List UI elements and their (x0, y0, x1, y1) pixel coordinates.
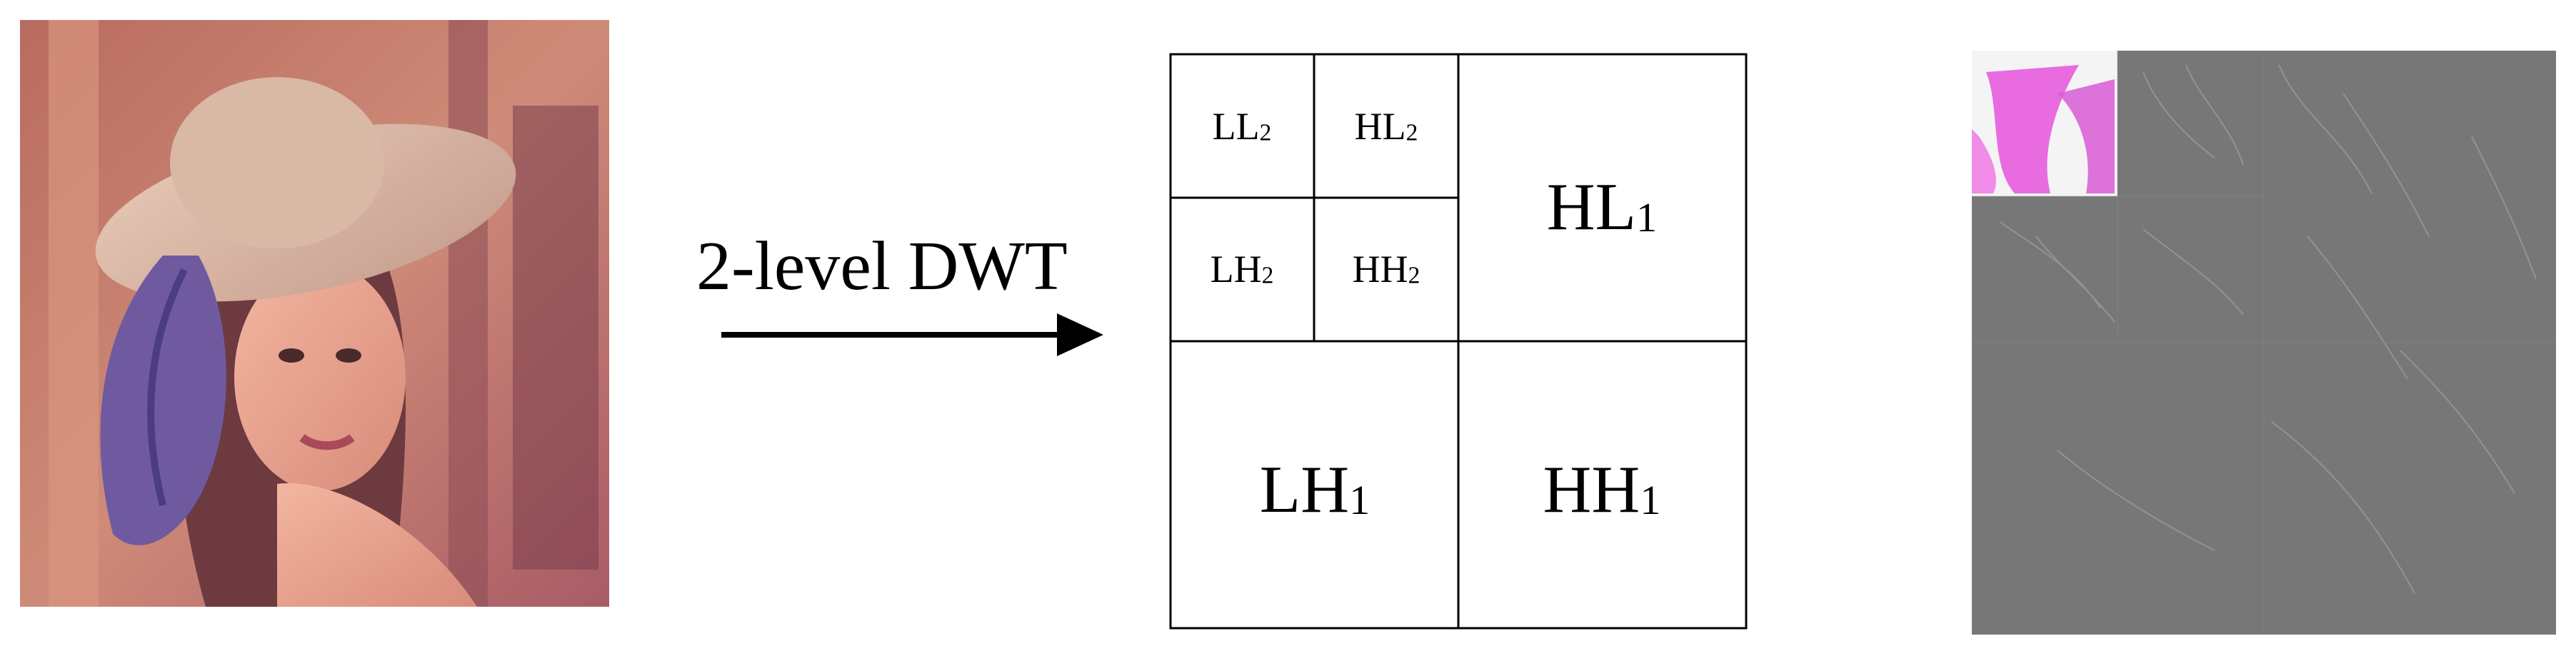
subband-label-hl1: HL1 (1547, 173, 1657, 241)
subband-label-ll2: LL2 (1213, 107, 1272, 146)
subband-lh1-sub: 1 (1349, 476, 1370, 523)
subband-label-lh1: LH1 (1260, 456, 1370, 523)
input-photo (20, 20, 609, 607)
subband-hh1-sub: 1 (1640, 476, 1661, 523)
dwt-coefficients-image (1972, 51, 2556, 635)
right-arrow-icon (721, 311, 1103, 358)
dwt-coefficients-graphic (1972, 51, 2556, 635)
subband-ll2-sub: 2 (1259, 119, 1272, 146)
transform-label: 2-level DWT (696, 228, 1068, 305)
subband-hh2-sub: 2 (1408, 262, 1420, 289)
dwt-subband-diagram: LL2 HL2 LH2 HH2 HL1 LH1 HH1 (1169, 53, 1748, 630)
subband-label-hh1: HH1 (1543, 456, 1661, 523)
subband-label-hl2: HL2 (1355, 107, 1418, 146)
subband-hl1-sub: 1 (1636, 193, 1658, 241)
subband-lh2-sub: 2 (1261, 262, 1274, 289)
subband-label-hh2: HH2 (1353, 250, 1420, 288)
subband-hh1-text: HH (1543, 453, 1640, 527)
dwt-grid-lines (1169, 53, 1748, 630)
input-photo-graphic (20, 20, 609, 607)
subband-label-lh2: LH2 (1211, 250, 1274, 288)
subband-hl2-sub: 2 (1405, 119, 1418, 146)
subband-hl1-text: HL (1546, 170, 1637, 244)
subband-hh2-text: HH (1352, 248, 1408, 291)
subband-ll2-text: LL (1212, 105, 1260, 148)
subband-hl2-text: HL (1354, 105, 1406, 148)
subband-lh1-text: LH (1259, 453, 1350, 527)
subband-lh2-text: LH (1210, 248, 1262, 291)
